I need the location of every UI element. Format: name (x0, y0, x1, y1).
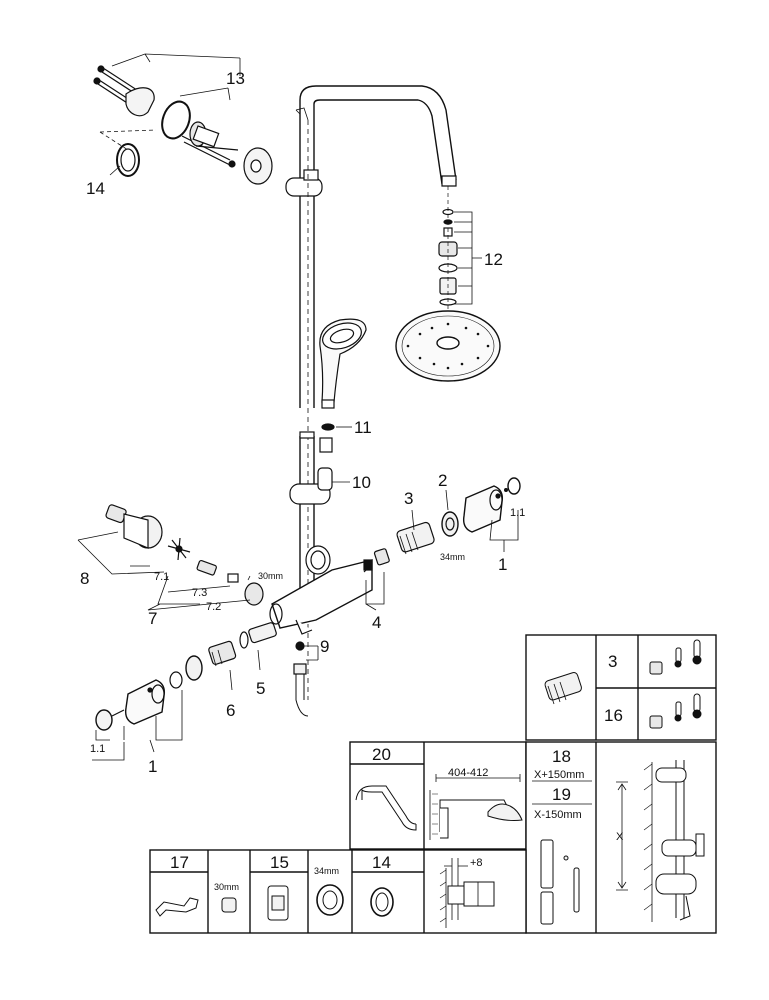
spare-part-18-length: X+150mm (534, 769, 584, 781)
cylinder-sleeve-icon (267, 885, 289, 921)
wall-bracket-assembly: 13 14 (86, 53, 273, 198)
spare-part-19-length: X-150mm (534, 809, 582, 821)
lower-left-handle-assembly: 5 6 1.1 1 (90, 622, 277, 776)
thermometer-icon (649, 693, 702, 729)
wall-rail-illustration (616, 760, 705, 922)
callout-1-left: 1 (148, 757, 157, 776)
callout-8: 8 (80, 569, 89, 588)
arm-dimension-illustration (429, 774, 523, 840)
callout-1-1-right: 1.1 (510, 507, 525, 519)
callout-10: 10 (352, 473, 371, 492)
spare-part-17: 17 (170, 853, 189, 872)
bracket-cover-disk (243, 147, 273, 185)
thermometer-icon (649, 639, 702, 675)
spare-part-x-dimension: X (616, 831, 624, 843)
right-handle-assembly: 4 3 2 34mm 1.1 1 (363, 471, 525, 632)
callout-3: 3 (404, 489, 413, 508)
callout-34mm: 34mm (440, 552, 465, 562)
callout-1-right: 1 (498, 555, 507, 574)
shower-head-connector-parts: 12 (438, 186, 503, 340)
hand-shower (319, 318, 367, 409)
callout-7-3: 7.3 (192, 587, 207, 599)
spare-part-20: 20 (372, 745, 391, 764)
spare-part-14-offset: +8 (470, 857, 483, 869)
cartridge-illustration (544, 672, 582, 705)
riser-top-slider (285, 169, 323, 197)
callout-7-2: 7.2 (206, 601, 221, 613)
callout-4: 4 (372, 613, 381, 632)
nut-icon (221, 897, 237, 913)
part-9-hose-nipple: 9 (293, 637, 329, 717)
callout-2: 2 (438, 471, 447, 490)
spare-part-14: 14 (372, 853, 391, 872)
spare-parts-table-arm: 20 404-412 (349, 741, 527, 850)
spare-part-15-size: 34mm (314, 866, 339, 876)
callout-7: 7 (148, 609, 157, 628)
part-1-flow-handle (95, 679, 166, 731)
spare-parts-table-tools: 17 15 14 30mm 34mm (149, 849, 527, 934)
callout-5: 5 (256, 679, 265, 698)
part-4-nipple: 4 (363, 548, 390, 632)
callout-12: 12 (484, 250, 503, 269)
part-3-thermostatic-cartridge: 3 (396, 489, 435, 555)
spare-parts-table-cartridges: 3 16 (525, 634, 717, 741)
part-5-cartridge: 5 (239, 622, 277, 698)
callout-30mm: 30mm (258, 571, 283, 581)
bracket-plate (125, 87, 155, 117)
bracket-mount-body (189, 121, 220, 148)
callout-14: 14 (86, 179, 105, 198)
part-10-slider (289, 467, 333, 505)
callout-9: 9 (320, 637, 329, 656)
spare-part-3: 3 (608, 652, 617, 671)
rail-rod-illustration (540, 839, 580, 925)
callout-6: 6 (226, 701, 235, 720)
thermostat-body (269, 545, 373, 635)
spare-parts-table-rails: 18 X+150mm 19 X-150mm X (525, 741, 717, 934)
callout-7-1: 7.1 (154, 571, 169, 583)
bracket-o-ring (161, 100, 191, 140)
part-7-1-star-washer (167, 537, 191, 561)
ring-icon (316, 884, 344, 916)
part-2-ring: 2 34mm (438, 471, 465, 562)
shower-riser-pipe (285, 85, 457, 700)
spare-part-15: 15 (270, 853, 289, 872)
spare-part-404-412: 404-412 (448, 767, 488, 779)
left-handle-assembly: 8 7.1 7.3 7.2 30mm 7 (77, 504, 283, 628)
callout-11: 11 (354, 418, 372, 437)
part-11-seal: 11 (321, 418, 372, 437)
cover-ring-icon (370, 887, 394, 917)
part-6-cartridge: 6 (208, 640, 237, 720)
callout-1-1-left: 1.1 (90, 743, 105, 755)
spare-part-17-size: 30mm (214, 882, 239, 892)
rain-shower-head (395, 310, 501, 382)
spare-part-18: 18 (552, 747, 571, 766)
wall-offset-illustration (439, 858, 495, 928)
spare-part-19: 19 (552, 785, 571, 804)
spare-part-16: 16 (604, 706, 623, 725)
bracket-screws (93, 65, 239, 168)
shower-arm-illustration (355, 785, 417, 831)
part-1-temperature-handle: 1.1 1 (462, 477, 525, 574)
wrench-icon (155, 897, 199, 917)
callout-13: 13 (226, 69, 245, 88)
part-14-ring (116, 143, 140, 177)
